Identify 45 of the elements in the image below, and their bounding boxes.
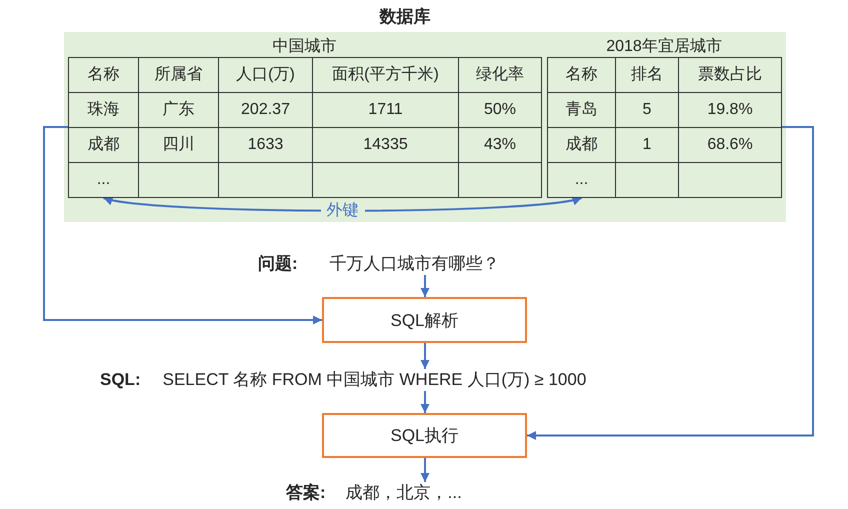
arrow: [527, 126, 814, 440]
arrow: [420, 343, 430, 369]
table-cell: 5: [616, 92, 678, 128]
table-cell: 成都: [68, 128, 138, 162]
arrow: [420, 458, 430, 482]
table-cell: 19.8%: [678, 92, 782, 128]
table-title: 2018年宜居城市: [606, 36, 722, 57]
table-cell: 青岛: [548, 92, 616, 128]
table-cell: ...: [68, 162, 138, 198]
arrow: [420, 275, 430, 297]
column-header: 名称: [68, 58, 138, 92]
panel-title: 数据库: [380, 7, 430, 27]
column-header: 所属省: [138, 58, 218, 92]
column-header: 面积(平方千米): [312, 58, 458, 92]
table-cell: 成都: [548, 128, 616, 162]
column-header: 排名: [616, 58, 678, 92]
sql-label: SQL:: [100, 369, 141, 391]
column-header: 票数占比: [678, 58, 782, 92]
table-cell: 1633: [218, 128, 312, 162]
table-cell: ...: [548, 162, 616, 198]
process-box: SQL解析: [322, 297, 527, 343]
table-cell: 14335: [312, 128, 458, 162]
table-cell: 1: [616, 128, 678, 162]
table-title: 中国城市: [272, 36, 336, 57]
table-cell: 68.6%: [678, 128, 782, 162]
answer-label: 答案:: [286, 482, 326, 504]
column-header: 名称: [548, 58, 616, 92]
table-cell: 1711: [312, 92, 458, 128]
table-cell: 四川: [138, 128, 218, 162]
double-arrow: [103, 195, 582, 212]
answer-text: 成都，北京，...: [346, 482, 462, 504]
question-label: 问题:: [258, 253, 298, 275]
process-box: SQL执行: [322, 413, 527, 458]
table-cell: 50%: [458, 92, 542, 128]
table-cell: 43%: [458, 128, 542, 162]
edge-label: 外键: [320, 202, 364, 220]
column-header: 绿化率: [458, 58, 542, 92]
table-cell: 202.37: [218, 92, 312, 128]
table-cell: 广东: [138, 92, 218, 128]
sql-query-text: SELECT 名称 FROM 中国城市 WHERE 人口(万) ≥ 1000: [162, 369, 586, 391]
arrow: [43, 126, 322, 324]
arrow: [420, 391, 430, 413]
column-header: 人口(万): [218, 58, 312, 92]
table-cell: 珠海: [68, 92, 138, 128]
question-text: 千万人口城市有哪些？: [330, 253, 500, 275]
